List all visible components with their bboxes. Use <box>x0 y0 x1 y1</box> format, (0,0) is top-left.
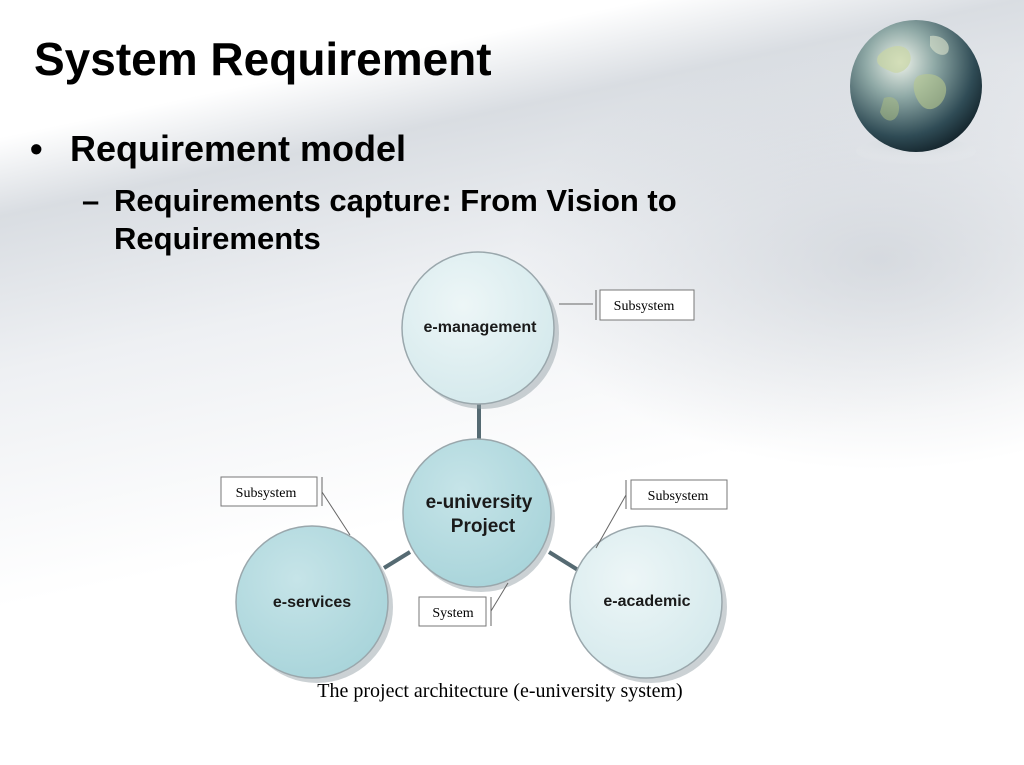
sub-bullet-marker: – <box>82 183 100 218</box>
bullet-marker: • <box>30 128 43 169</box>
callout-top-subsystem: Subsystem <box>559 289 695 321</box>
node-label-e-services: e-services <box>273 594 351 611</box>
callout-label-top: Subsystem <box>614 299 675 314</box>
bullet-item: • Requirement model <box>30 128 406 170</box>
callout-label-right: Subsystem <box>648 489 709 504</box>
callout-left-subsystem: Subsystem <box>220 476 351 536</box>
callout-center-system: System <box>418 582 509 627</box>
node-label-e-management: e-management <box>424 319 538 336</box>
node-e-university-project: e-university Project <box>402 438 555 592</box>
node-e-services: e-services <box>235 525 393 683</box>
connector-right <box>547 550 580 572</box>
callout-right-subsystem: Subsystem <box>595 479 728 549</box>
globe-image <box>850 20 982 165</box>
callout-label-center: System <box>432 606 473 621</box>
node-e-academic: e-academic <box>569 525 727 683</box>
node-label-e-academic: e-academic <box>603 593 690 610</box>
slide-title: System Requirement <box>34 33 492 85</box>
sub-bullet-item: – Requirements capture: From Vision to R… <box>82 182 802 258</box>
bullet-text: Requirement model <box>70 128 407 169</box>
node-label-project: Project <box>451 516 516 537</box>
connector-left <box>382 550 412 570</box>
callout-label-left: Subsystem <box>236 486 297 501</box>
node-e-management: e-management <box>401 251 559 409</box>
sub-bullet-text: Requirements capture: From Vision to Req… <box>114 183 677 256</box>
diagram-caption: The project architecture (e-university s… <box>317 680 683 702</box>
node-label-e-university: e-university <box>426 492 533 513</box>
